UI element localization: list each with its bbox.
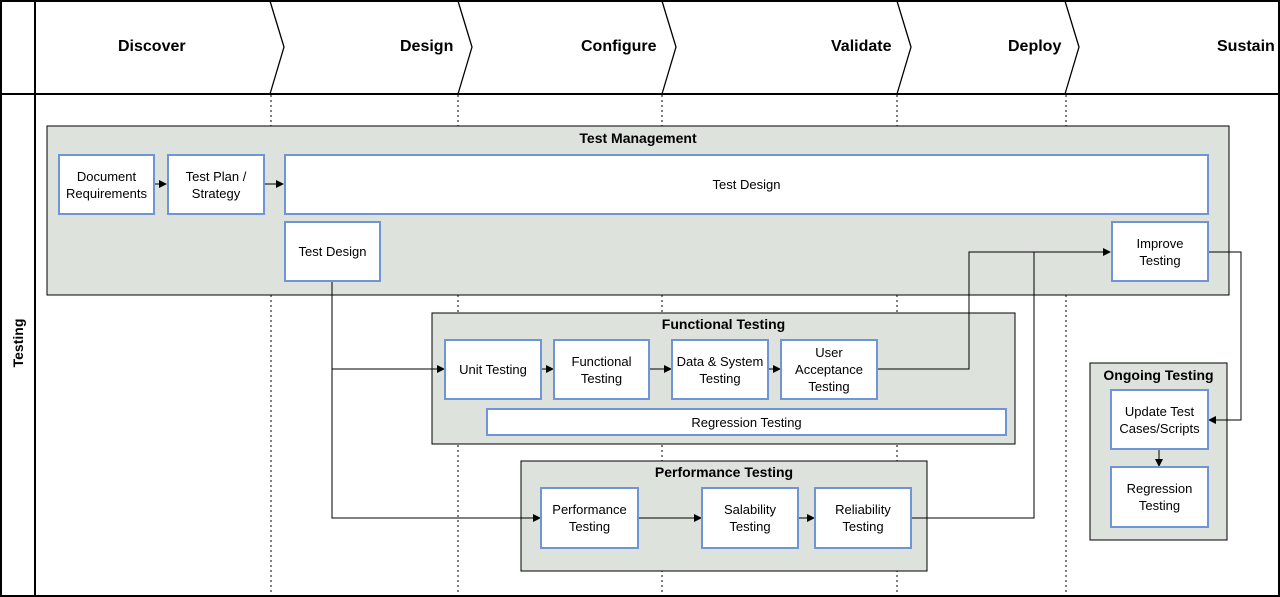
performance-testing-title: Performance Testing: [654, 464, 794, 480]
user-acceptance-testing-box: User Acceptance Testing: [780, 339, 878, 400]
regression-testing-box: Regression Testing: [1110, 466, 1209, 528]
functional-testing-box: Functional Testing: [553, 339, 650, 400]
ongoing-testing-title: Ongoing Testing: [1103, 367, 1214, 383]
improve-testing-box: Improve Testing: [1111, 221, 1209, 282]
phase-chevrons: [269, 0, 1080, 95]
chevron-2: [457, 0, 473, 95]
update-test-cases-box: Update Test Cases/Scripts: [1110, 389, 1209, 450]
chevron-1: [269, 0, 285, 95]
lane-label-testing: Testing: [10, 318, 26, 368]
connectors: [154, 180, 1242, 522]
chevron-5: [1064, 0, 1080, 95]
data-system-testing-box: Data & System Testing: [671, 339, 769, 400]
test-design-wide-box: Test Design: [284, 154, 1209, 215]
performance-testing-box: Performance Testing: [540, 487, 639, 549]
chevron-4: [896, 0, 912, 95]
chevron-3: [661, 0, 677, 95]
test-plan-box: Test Plan / Strategy: [167, 154, 265, 215]
reliability-testing-box: Reliability Testing: [814, 487, 912, 549]
phase-discover: Discover: [118, 38, 186, 55]
document-requirements-box: Document Requirements: [58, 154, 155, 215]
test-management-title: Test Management: [579, 130, 697, 146]
unit-testing-box: Unit Testing: [444, 339, 542, 400]
regression-testing-wide-box: Regression Testing: [486, 408, 1007, 436]
phase-configure: Configure: [581, 38, 657, 55]
test-design-box: Test Design: [284, 221, 381, 282]
phase-sustain: Sustain: [1217, 38, 1275, 55]
phase-design: Design: [400, 38, 454, 55]
functional-testing-title: Functional Testing: [661, 316, 786, 332]
phase-validate: Validate: [831, 38, 892, 55]
salability-testing-box: Salability Testing: [701, 487, 799, 549]
phase-deploy: Deploy: [1008, 38, 1062, 55]
